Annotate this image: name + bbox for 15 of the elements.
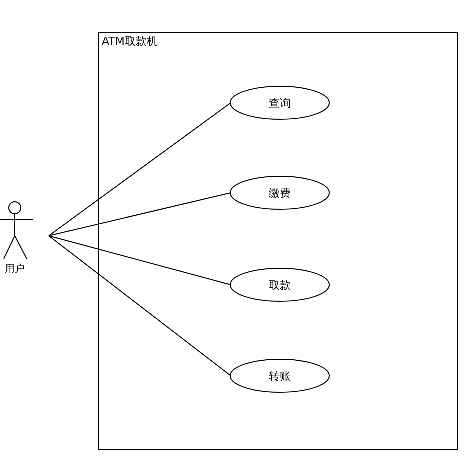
- use-case-label: 转账: [269, 368, 291, 384]
- association-line: [48, 236, 232, 286]
- association-line: [48, 236, 232, 376]
- use-case-ellipse: [230, 359, 330, 393]
- use-case-ellipse: [230, 86, 330, 120]
- actor-label: 用户: [4, 262, 26, 276]
- association-line: [48, 102, 232, 236]
- association-line: [48, 192, 232, 236]
- system-title: ATM取款机: [102, 34, 158, 49]
- use-case-label: 取款: [269, 278, 291, 292]
- use-case-ellipse: [230, 176, 330, 210]
- system-boundary-box: [98, 32, 458, 450]
- use-case-ellipse: [230, 268, 330, 302]
- use-case-label: 查询: [269, 96, 291, 110]
- use-case-label: 缴费: [269, 186, 291, 200]
